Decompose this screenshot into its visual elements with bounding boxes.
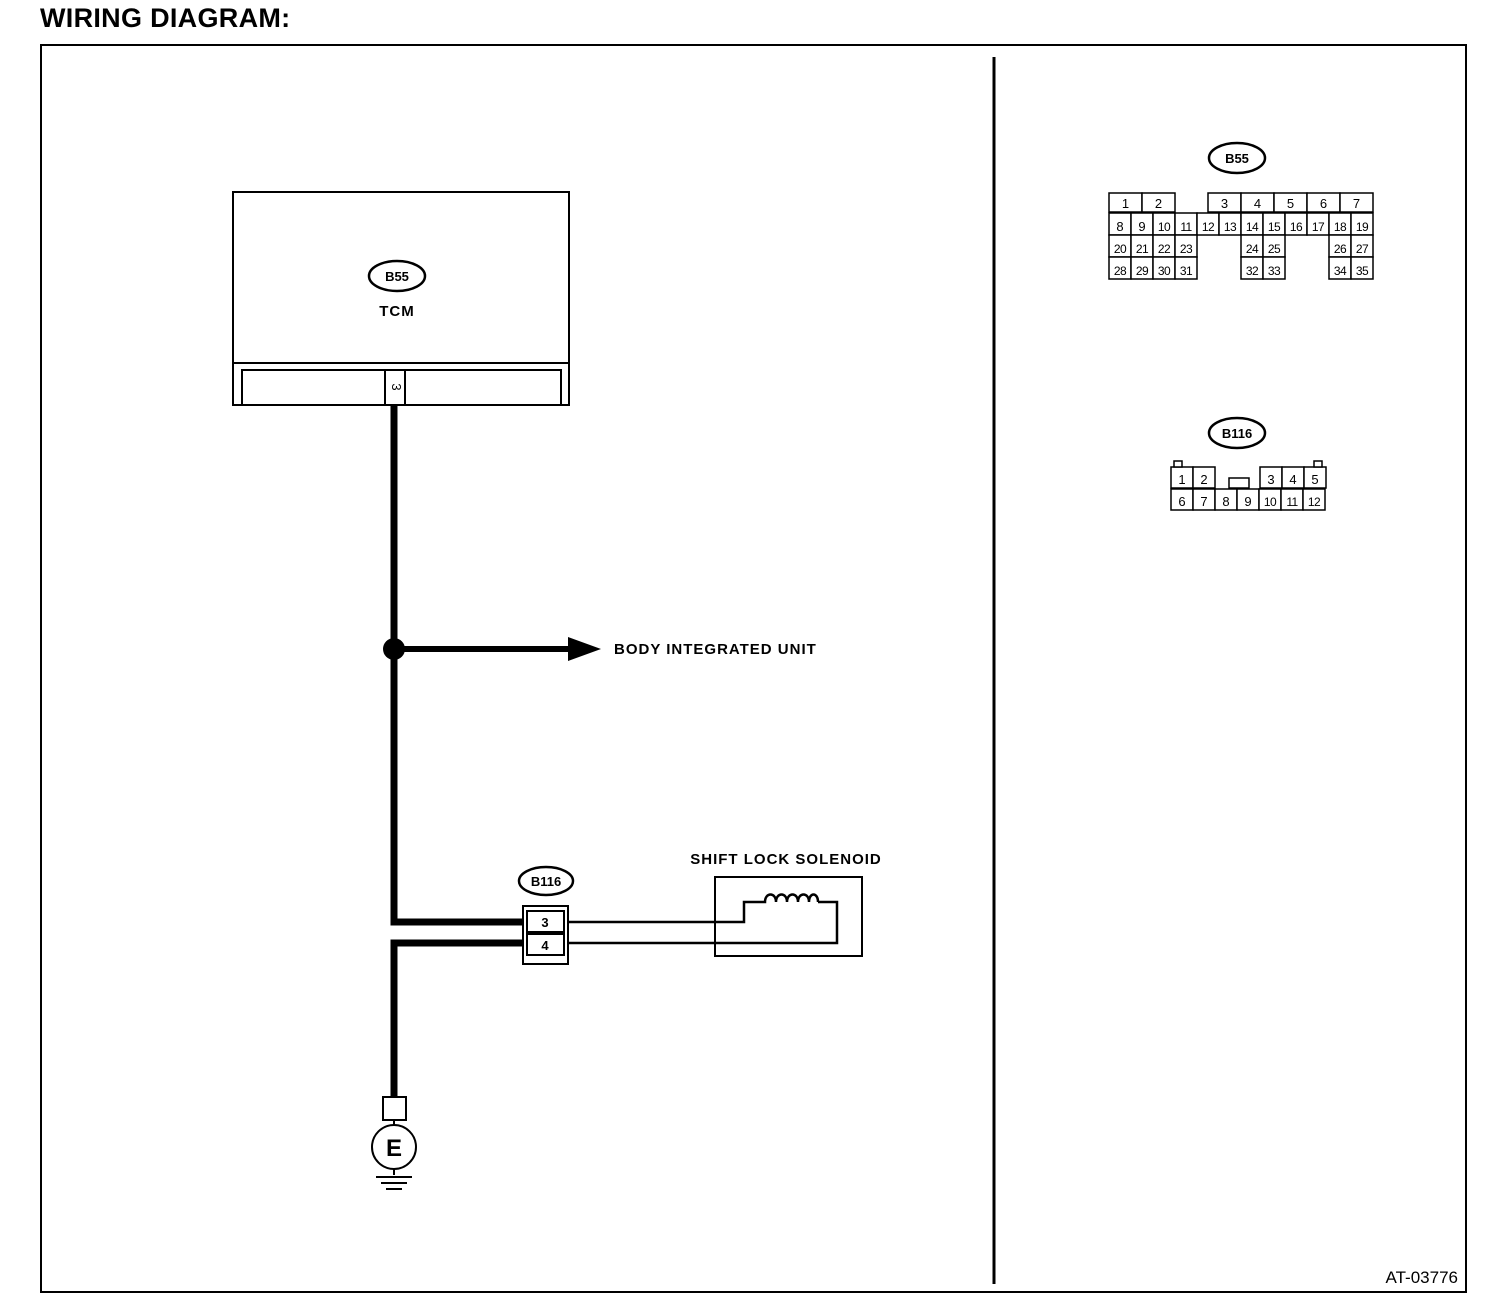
b55-pin-33: 33: [1268, 264, 1281, 278]
b116-pin-4: 4: [541, 938, 549, 953]
coil-icon: [760, 893, 820, 904]
shift-lock-solenoid-label: SHIFT LOCK SOLENOID: [690, 851, 882, 868]
tcm-connector-label: B55: [385, 269, 409, 284]
b116-tab-left: [1173, 460, 1183, 468]
b116-pin-7: 7: [1200, 494, 1207, 509]
branch-arrow: [568, 637, 601, 661]
b55-pin-35: 35: [1356, 264, 1369, 278]
b55-pin-2: 2: [1155, 196, 1162, 211]
b55-pin-18: 18: [1334, 220, 1347, 234]
b116-pin-12-cell: [1302, 488, 1326, 511]
b116-pin-2-cell: [1192, 466, 1216, 489]
tcm-label: TCM: [379, 303, 415, 320]
b55-pin-28: 28: [1114, 264, 1127, 278]
b116-inline-connector: B116 3 4: [517, 865, 575, 965]
b55-pin-26: 26: [1334, 242, 1347, 256]
b116-key-notch: [1228, 477, 1250, 489]
b55-pin-35-cell: [1350, 256, 1374, 280]
b55-pin-2-cell: [1141, 192, 1176, 213]
b55-pin-22: 22: [1158, 242, 1171, 256]
b116-pin-3: 3: [541, 915, 548, 930]
b55-pin-12: 12: [1202, 220, 1215, 234]
b55-pin-1: 1: [1122, 196, 1129, 211]
b55-pin-24: 24: [1246, 242, 1259, 256]
b55-pin-34: 34: [1334, 264, 1347, 278]
shift-lock-solenoid: SHIFT LOCK SOLENOID: [690, 851, 882, 957]
b55-pin-21: 21: [1136, 242, 1149, 256]
ground-wire: [390, 939, 526, 1097]
b55-pin-32: 32: [1246, 264, 1259, 278]
b55-pin-27: 27: [1356, 242, 1369, 256]
ground-symbol: E: [371, 1096, 417, 1190]
b116-pin-6: 6: [1178, 494, 1185, 509]
wires: [383, 405, 839, 1097]
tcm-connector-tag: [367, 259, 427, 293]
b55-pin-19: 19: [1356, 220, 1369, 234]
b55-pin-8: 8: [1116, 219, 1123, 234]
b55-pin-31-cell: [1174, 256, 1198, 280]
b55-pin-33-cell: [1262, 256, 1286, 280]
b55-pin-17: 17: [1312, 220, 1325, 234]
b55-pin-25: 25: [1268, 242, 1281, 256]
b116-inline-tag: B116: [531, 874, 561, 889]
b55-pin-7-cell: [1339, 192, 1374, 213]
b55-pin-3: 3: [1221, 196, 1228, 211]
tcm-pin-label: 3: [389, 383, 404, 390]
b116-pin-10: 10: [1264, 495, 1277, 509]
b55-pin-11: 11: [1180, 220, 1192, 234]
b55-pin-29: 29: [1136, 264, 1149, 278]
body-integrated-unit-label: BODY INTEGRATED UNIT: [614, 641, 817, 658]
b55-pin-14: 14: [1246, 220, 1259, 234]
b116-connector-view-tag: B116: [1222, 426, 1252, 441]
b55-pin-4: 4: [1254, 196, 1261, 211]
tcm-module: B55 TCM 3: [232, 191, 570, 406]
ground-label: E: [386, 1135, 402, 1162]
b55-pin-6: 6: [1320, 196, 1327, 211]
b55-pin-30: 30: [1158, 264, 1171, 278]
b55-pin-23: 23: [1180, 242, 1193, 256]
b55-pin-15: 15: [1268, 220, 1281, 234]
b55-pin-20: 20: [1114, 242, 1127, 256]
b55-pin-9: 9: [1138, 219, 1145, 234]
figure-id: AT-03776: [1386, 1268, 1458, 1287]
b116-pin-8: 8: [1222, 494, 1229, 509]
b55-pin-13: 13: [1224, 220, 1237, 234]
b116-pin-2: 2: [1200, 472, 1207, 487]
b116-tab-right: [1313, 460, 1323, 468]
b55-pin-5: 5: [1287, 196, 1294, 211]
b116-pin-4: 4: [1289, 472, 1296, 487]
b116-pin-1: 1: [1178, 472, 1185, 487]
b116-pin-9: 9: [1244, 494, 1251, 509]
page-title: WIRING DIAGRAM:: [40, 3, 291, 33]
b55-pin-16: 16: [1290, 220, 1303, 234]
b116-pin-3: 3: [1267, 472, 1274, 487]
diagram-frame: [40, 44, 1467, 1293]
b55-connector-view-tag: B55: [1225, 151, 1249, 166]
b116-pin-12: 12: [1308, 495, 1321, 509]
b116-pin-5: 5: [1311, 472, 1318, 487]
b116-pin-11: 11: [1286, 495, 1298, 509]
b55-pin-31: 31: [1180, 264, 1193, 278]
b55-pin-7: 7: [1353, 196, 1360, 211]
b55-pin-10: 10: [1158, 220, 1171, 234]
signal-wire: [390, 405, 526, 926]
